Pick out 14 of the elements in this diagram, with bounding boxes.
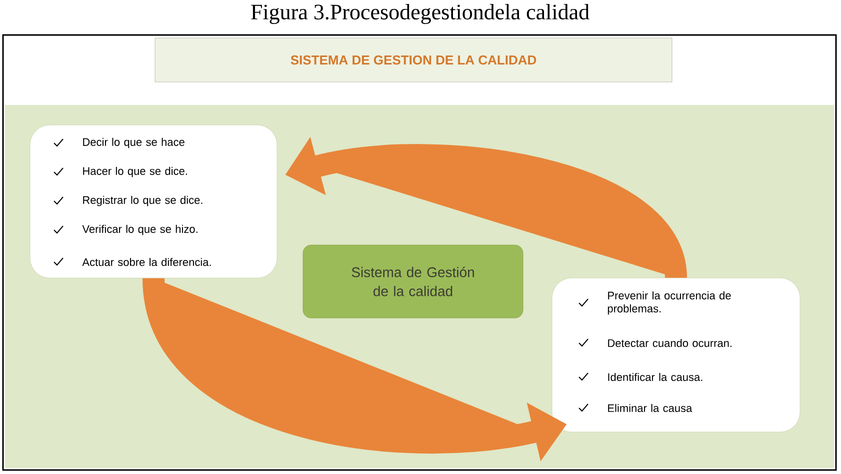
list-item: Verificar lo que se hizo. xyxy=(82,224,198,236)
list-item: Actuar sobre la diferencia. xyxy=(82,258,211,266)
list-item: Detectar cuando ocurran. xyxy=(608,338,732,348)
title-banner: SISTEMA DE GESTION DE LA CALIDAD xyxy=(154,38,672,82)
list-item: Identificar la causa. xyxy=(608,372,702,382)
list-item: Prevenir la ocurrencia de problemas. xyxy=(608,291,731,315)
list-item: Hacer lo que se dice. xyxy=(83,166,187,178)
list-box xyxy=(30,124,278,278)
figure-caption: Figura 3.Procesodegestiondela calidad xyxy=(251,4,590,24)
list-box xyxy=(552,278,800,432)
list-item: Eliminar la causa xyxy=(608,404,692,412)
list-item: Registrar lo que se dice. xyxy=(83,196,202,206)
list-item: Decir lo que se hace xyxy=(83,138,184,148)
process-box: Sistema de Gestión de la calidad xyxy=(302,244,524,318)
